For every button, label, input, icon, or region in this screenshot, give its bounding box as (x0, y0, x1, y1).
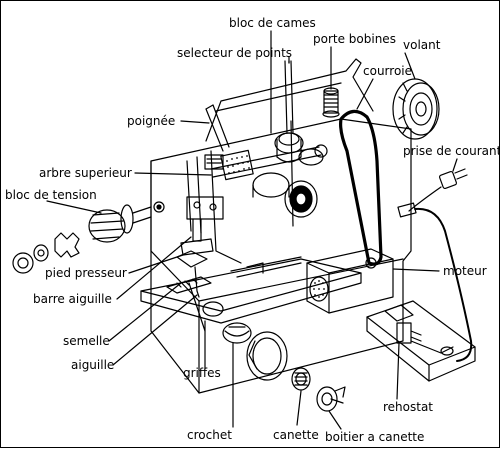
stitch-selector (284, 60, 294, 134)
belt (339, 109, 383, 266)
label-canette: canette (273, 428, 319, 442)
label-barre-aiguille: barre aiguille (33, 292, 112, 306)
label-prise-de-courant: prise de courant (403, 144, 500, 158)
spool-holder (322, 74, 340, 118)
label-arbre-superieur: arbre superieur (39, 166, 132, 180)
tension-block (12, 201, 165, 274)
handle (205, 104, 230, 152)
label-moteur: moteur (443, 264, 487, 278)
motor (306, 248, 394, 314)
bobbin-case (316, 386, 346, 412)
bobbin-case-ring (246, 331, 288, 381)
label-bloc-de-tension: bloc de tension (5, 188, 97, 202)
bobbin (291, 367, 311, 391)
label-porte-bobines: porte bobines (313, 32, 396, 46)
power-plug (397, 168, 473, 362)
label-courroie: courroie (363, 64, 412, 78)
label-pied-presseur: pied presseur (45, 266, 127, 280)
center-pulley (252, 172, 318, 218)
label-rehostat: rehostat (383, 400, 433, 414)
cam-block (274, 132, 328, 166)
handwheel (392, 78, 440, 140)
needle-assembly (176, 154, 224, 298)
label-crochet: crochet (187, 428, 232, 442)
label-semelle: semelle (63, 334, 110, 348)
feed-dogs (166, 256, 302, 317)
label-volant: volant (403, 38, 441, 52)
labels: bloc de cames selecteur de points porte … (5, 16, 500, 444)
label-bloc-de-cames: bloc de cames (229, 16, 316, 30)
label-griffes: griffes (183, 366, 221, 380)
label-boitier-a-canette: boitier a canette (325, 430, 424, 444)
label-selecteur-de-points: selecteur de points (177, 46, 292, 60)
leader-lines (46, 30, 458, 430)
machine-body (140, 58, 412, 394)
label-poignee: poignée (127, 114, 175, 128)
label-aiguille: aiguille (71, 358, 114, 372)
rheostat (366, 300, 476, 382)
hook (222, 322, 252, 344)
